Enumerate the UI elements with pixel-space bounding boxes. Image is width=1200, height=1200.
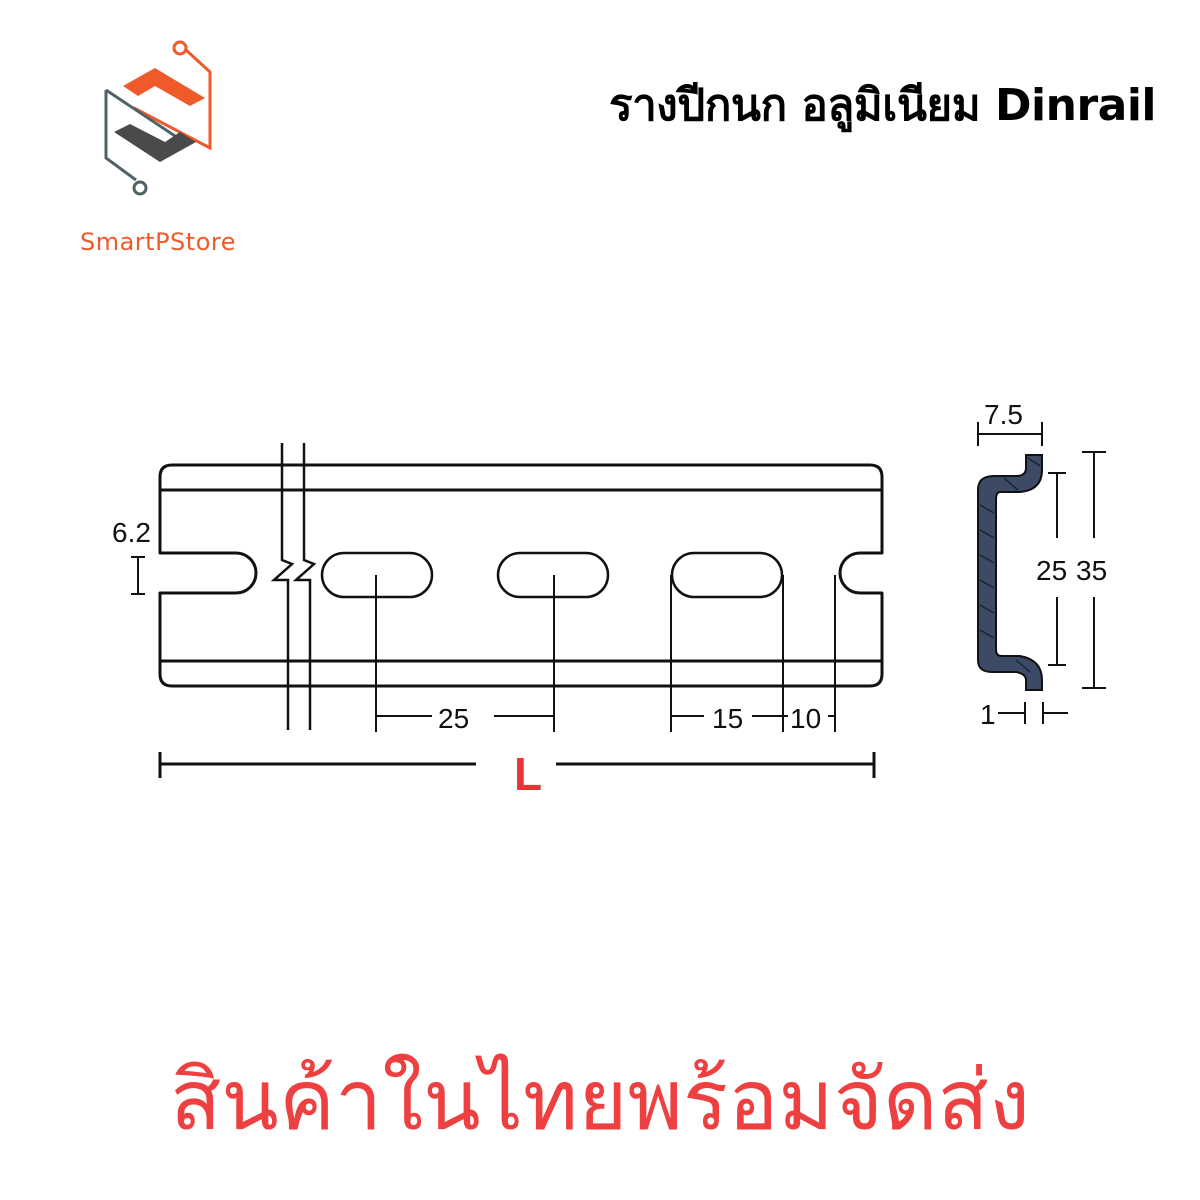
rail-outline: [158, 463, 884, 688]
dim-flange-width: [977, 422, 1043, 446]
dim-label-15: 15: [712, 703, 743, 734]
dim-label-length: L: [514, 748, 542, 800]
dim-inner-height: [1048, 472, 1066, 666]
dim-slot-length-end-gap: [670, 575, 836, 732]
dim-label-25-pitch: 25: [438, 703, 469, 734]
dim-label-7-5: 7.5: [984, 399, 1023, 430]
dim-label-1: 1: [980, 699, 996, 730]
dim-label-35-outer: 35: [1076, 555, 1107, 586]
slots: [320, 551, 784, 599]
dim-thickness: [998, 702, 1068, 724]
dim-slot-height: [131, 556, 145, 595]
dim-overall-length: [158, 752, 876, 778]
dim-label-10: 10: [790, 703, 821, 734]
footer-banner: สินค้าในไทยพร้อมจัดส่ง: [170, 1051, 1030, 1149]
dim-label-25-inner: 25: [1036, 555, 1067, 586]
break-lines: [270, 443, 317, 730]
dim-label-6-2: 6.2: [112, 517, 151, 548]
dim-slot-pitch: [375, 575, 555, 732]
dim-outer-height: [1082, 451, 1106, 689]
slot-3: [670, 551, 784, 599]
brand-logo: SmartPStore: [30, 36, 270, 256]
rail-profile-section: [977, 454, 1043, 691]
brand-name: SmartPStore: [79, 228, 236, 256]
smartpstore-logo-icon: [104, 40, 212, 196]
profile-view: [977, 454, 1043, 691]
page-title: รางปีกนก อลูมิเนียม Dinrail: [608, 80, 1157, 131]
